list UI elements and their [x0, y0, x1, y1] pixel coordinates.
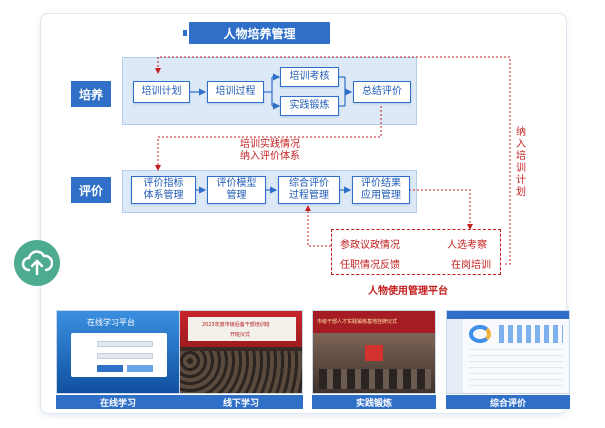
- platform-title: 人物使用管理平台: [368, 286, 448, 297]
- section-label-eval: 评价: [71, 177, 111, 203]
- platform-item: 人选考察: [447, 240, 487, 251]
- platform-box: [331, 229, 501, 275]
- node-eval-result: 评价结果应用管理: [352, 176, 410, 204]
- thumb-practice[interactable]: 市级干部人才实践锻炼基地挂牌仪式: [312, 310, 436, 394]
- node-practice: 实践锻炼: [280, 96, 339, 116]
- thumb-comprehensive-eval[interactable]: [446, 310, 570, 394]
- diagram-title: 人物培养管理: [183, 22, 330, 44]
- node-training-plan: 培训计划: [133, 81, 190, 103]
- node-summary-eval: 总结评价: [353, 81, 411, 103]
- caption-online: 在线学习: [56, 395, 180, 409]
- feedback-note: 培训实践情况 纳入评价体系: [240, 139, 300, 162]
- thumb-offline-learning[interactable]: 2023年度市级后备干部培训班 开班仪式: [179, 310, 303, 394]
- platform-item: 在岗培训: [451, 260, 491, 271]
- node-training-process: 培训过程: [207, 81, 264, 103]
- node-eval-model: 评价模型管理: [207, 176, 266, 204]
- platform-item: 任职情况反馈: [340, 260, 400, 271]
- section-label-train: 培养: [71, 81, 111, 107]
- caption-offline: 线下学习: [179, 395, 303, 409]
- caption-practice: 实践锻炼: [312, 395, 436, 409]
- platform-item: 参政议政情况: [340, 240, 400, 251]
- side-note-vertical: 纳入培 训计划: [516, 127, 526, 198]
- cloud-upload-icon[interactable]: [14, 240, 60, 286]
- caption-eval: 综合评价: [446, 395, 570, 409]
- node-eval-index: 评价指标体系管理: [131, 176, 196, 204]
- node-training-assessment: 培训考核: [280, 67, 339, 87]
- node-eval-process: 综合评价过程管理: [278, 176, 340, 204]
- thumb-online-learning[interactable]: 在线学习平台: [56, 310, 180, 394]
